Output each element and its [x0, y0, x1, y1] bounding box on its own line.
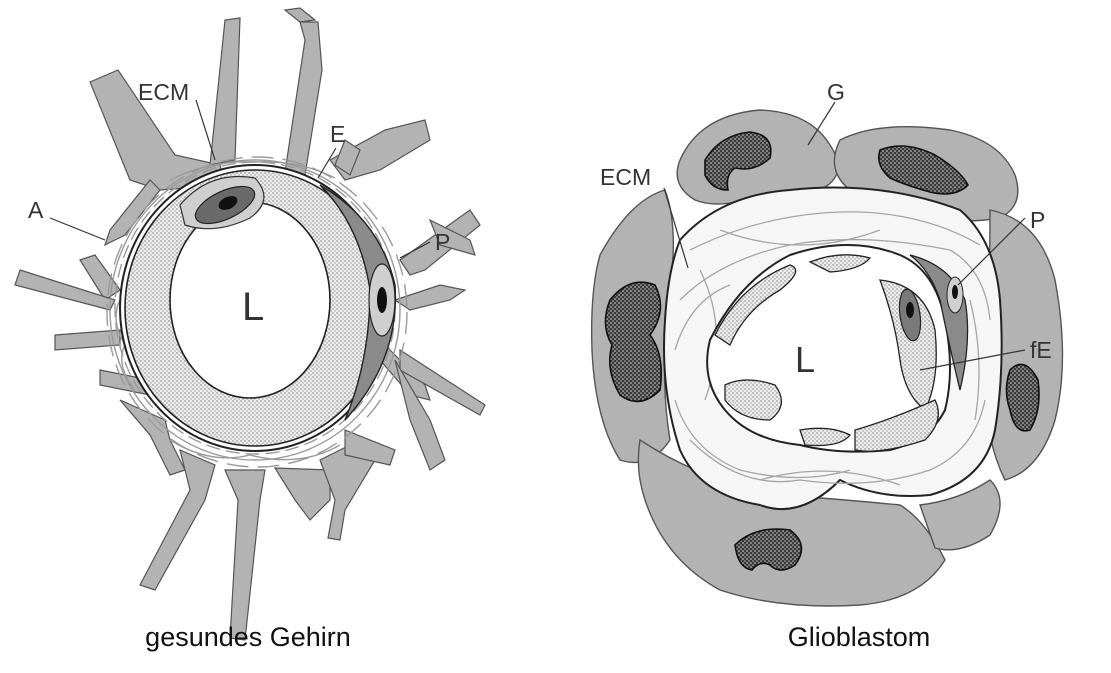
- pericyte-nucleolus: [377, 287, 387, 313]
- fe-nucleolus: [906, 302, 914, 318]
- label-p-left: P: [435, 229, 450, 255]
- healthy-vessel-panel: ECM E A P L gesundes Gehirn: [15, 8, 485, 652]
- label-g: G: [827, 79, 845, 105]
- label-lumen-left: L: [242, 285, 264, 329]
- label-lumen-right: L: [795, 339, 815, 380]
- label-a: A: [28, 197, 44, 223]
- label-fe: fE: [1030, 337, 1052, 363]
- label-e: E: [330, 121, 345, 147]
- caption-healthy: gesundes Gehirn: [145, 622, 351, 652]
- caption-glioblastoma: Glioblastom: [788, 622, 931, 652]
- glioblastoma-vessel-panel: G ECM P fE L Glioblastom: [592, 79, 1063, 652]
- pericyte-right-nucleolus: [952, 285, 958, 299]
- label-ecm-left: ECM: [138, 79, 189, 105]
- label-p-right: P: [1030, 207, 1045, 233]
- label-ecm-right: ECM: [600, 164, 651, 190]
